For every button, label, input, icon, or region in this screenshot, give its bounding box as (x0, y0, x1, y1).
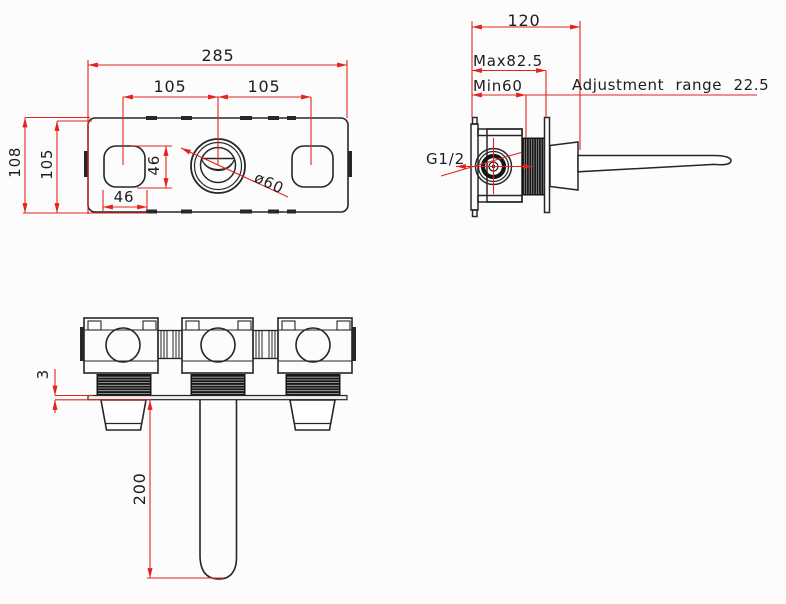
dim-label-thread-size: G1/2 (426, 150, 465, 168)
dim-label-spacing-right: 105 (247, 77, 281, 96)
bottom-view-geometry (80, 317, 356, 580)
dim-label-max-depth: Max82.5 (473, 52, 544, 70)
dim-label-adjustment-range: Adjustment range 22.5 (572, 76, 770, 94)
dim-label-overall-width: 285 (201, 46, 235, 65)
dim-label-overall-height: 108 (5, 146, 24, 178)
dim-label-spout-length: 200 (130, 472, 150, 506)
dim-label-hole-height: 46 (144, 154, 163, 176)
dim-label-spacing-left: 105 (153, 77, 187, 96)
dim-label-plate-thickness: 3 (33, 369, 52, 380)
dimension-lines (22, 21, 757, 579)
dim-label-plate-height: 105 (37, 148, 56, 180)
dim-label-min-depth: Min60 (473, 77, 523, 95)
side-view-geometry (470, 116, 732, 218)
dim-label-depth: 120 (507, 11, 541, 30)
dim-label-hole-width: 46 (113, 188, 135, 206)
